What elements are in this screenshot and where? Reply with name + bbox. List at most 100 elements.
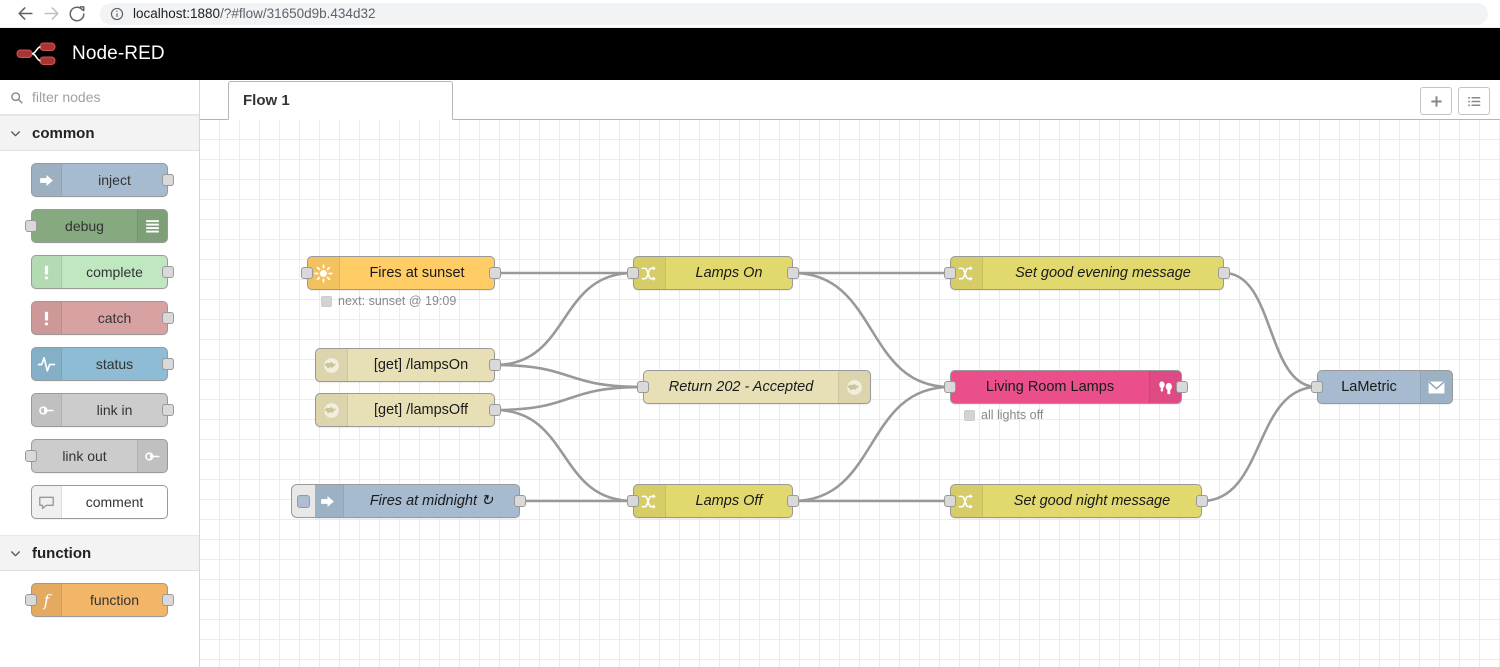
- list-tabs-button[interactable]: [1458, 87, 1490, 115]
- url-path: /?#flow/31650d9b.434d32: [220, 6, 376, 21]
- input-port[interactable]: [25, 594, 37, 606]
- output-port[interactable]: [162, 358, 174, 370]
- flow-node-label: Fires at midnight ↻: [369, 493, 494, 509]
- palette-node-inject[interactable]: inject: [31, 163, 174, 197]
- output-port[interactable]: [787, 267, 799, 279]
- url-text: localhost:1880/?#flow/31650d9b.434d32: [133, 6, 375, 21]
- search-input[interactable]: [30, 88, 189, 106]
- flow-node-midnight[interactable]: Fires at midnight ↻: [291, 484, 526, 518]
- input-port[interactable]: [1311, 381, 1323, 393]
- flow-node-lametric[interactable]: LaMetric: [1311, 370, 1453, 404]
- output-port[interactable]: [162, 312, 174, 324]
- palette-node-label: link out: [62, 448, 107, 464]
- input-port[interactable]: [627, 495, 639, 507]
- wire[interactable]: [1223, 271, 1318, 389]
- flow-node-label: [get] /lampsOff: [373, 402, 469, 418]
- output-port[interactable]: [787, 495, 799, 507]
- input-port[interactable]: [25, 450, 37, 462]
- input-port[interactable]: [637, 381, 649, 393]
- palette-category-label: function: [32, 544, 92, 562]
- wire[interactable]: [494, 385, 644, 412]
- node-red-logo-icon: [16, 42, 56, 65]
- palette-node-complete[interactable]: complete: [31, 255, 174, 289]
- status-text: next: sunset @ 19:09: [338, 294, 457, 308]
- output-port[interactable]: [514, 495, 526, 507]
- svg-text:f: f: [43, 591, 53, 610]
- forward-arrow-icon[interactable]: [38, 1, 64, 27]
- info-circle-icon[interactable]: [110, 7, 124, 21]
- output-port[interactable]: [489, 359, 501, 371]
- input-port[interactable]: [944, 381, 956, 393]
- palette-node-label: catch: [97, 310, 132, 326]
- output-port[interactable]: [162, 404, 174, 416]
- output-port[interactable]: [1176, 381, 1188, 393]
- flow-node-lampsOnIn[interactable]: [get] /lampsOn: [315, 348, 501, 382]
- tab-actions: [1420, 87, 1490, 119]
- wire[interactable]: [1201, 385, 1318, 503]
- flow-node-label: LaMetric: [1341, 379, 1397, 395]
- node-palette: common inject debug complete catch status link…: [0, 80, 200, 667]
- address-bar[interactable]: localhost:1880/?#flow/31650d9b.434d32: [100, 2, 1488, 25]
- globe-icon: [316, 394, 348, 426]
- flow-node-label: Lamps On: [695, 265, 763, 281]
- chevron-down-icon: [9, 547, 22, 560]
- wire[interactable]: [494, 271, 634, 367]
- palette-node-link-out[interactable]: link out: [25, 439, 168, 473]
- flow-node-sunset[interactable]: Fires at sunset: [301, 256, 501, 290]
- wire-layer: [494, 271, 1318, 503]
- flow-node-lampsOff[interactable]: Lamps Off: [627, 484, 799, 518]
- add-tab-button[interactable]: [1420, 87, 1452, 115]
- input-port[interactable]: [301, 267, 313, 279]
- output-port[interactable]: [1196, 495, 1208, 507]
- palette-node-comment[interactable]: comment: [31, 485, 168, 519]
- output-port[interactable]: [1218, 267, 1230, 279]
- flow-node-goodEvening[interactable]: Set good evening message: [944, 256, 1230, 290]
- input-port[interactable]: [25, 220, 37, 232]
- output-port[interactable]: [489, 267, 501, 279]
- flow-tabbar: Flow 1: [200, 80, 1500, 120]
- palette-node-label: debug: [65, 218, 104, 234]
- wire[interactable]: [792, 271, 951, 389]
- palette-category-label: common: [32, 124, 95, 142]
- palette-node-catch[interactable]: catch: [31, 301, 174, 335]
- app-header: Node-RED: [0, 28, 1500, 80]
- wire[interactable]: [792, 385, 951, 503]
- palette-category-function[interactable]: function: [0, 535, 199, 571]
- output-port[interactable]: [162, 594, 174, 606]
- link-icon: [32, 394, 62, 426]
- wire[interactable]: [494, 363, 644, 389]
- flow-canvas[interactable]: Fires at sunset next: sunset @ 19:09 [get]…: [200, 120, 1500, 667]
- output-port[interactable]: [162, 266, 174, 278]
- palette-node-link-in[interactable]: link in: [31, 393, 174, 427]
- flow-node-livingRoom[interactable]: Living Room Lamps: [944, 370, 1188, 404]
- input-port[interactable]: [944, 495, 956, 507]
- output-port[interactable]: [162, 174, 174, 186]
- flow-node-lampsOn[interactable]: Lamps On: [627, 256, 799, 290]
- input-port[interactable]: [627, 267, 639, 279]
- flow-node-return202[interactable]: Return 202 - Accepted: [637, 370, 871, 404]
- palette-node-status[interactable]: status: [31, 347, 174, 381]
- status-dot-icon: [321, 295, 332, 307]
- flow-node-lampsOffIn[interactable]: [get] /lampsOff: [315, 393, 501, 427]
- wire[interactable]: [494, 408, 634, 503]
- change-icon: [634, 257, 666, 289]
- input-port[interactable]: [944, 267, 956, 279]
- palette-category-common[interactable]: common: [0, 115, 199, 151]
- palette-category-body-common: inject debug complete catch status link in lin…: [0, 151, 199, 535]
- flow-node-label: Lamps Off: [695, 493, 763, 509]
- back-arrow-icon[interactable]: [12, 1, 38, 27]
- tab-label: Flow 1: [243, 92, 290, 109]
- reload-icon[interactable]: [64, 1, 90, 27]
- flow-node-label: Set good evening message: [1015, 265, 1191, 281]
- main-area: common inject debug complete catch status link…: [0, 80, 1500, 667]
- palette-node-debug[interactable]: debug: [25, 209, 168, 243]
- tab-flow-1[interactable]: Flow 1: [228, 81, 453, 120]
- change-icon: [951, 485, 983, 517]
- inject-trigger-button[interactable]: [291, 484, 315, 518]
- palette-search-row[interactable]: [0, 80, 199, 115]
- output-port[interactable]: [489, 404, 501, 416]
- node-status-livingRoom: all lights off: [964, 408, 1043, 422]
- flow-node-goodNight[interactable]: Set good night message: [944, 484, 1208, 518]
